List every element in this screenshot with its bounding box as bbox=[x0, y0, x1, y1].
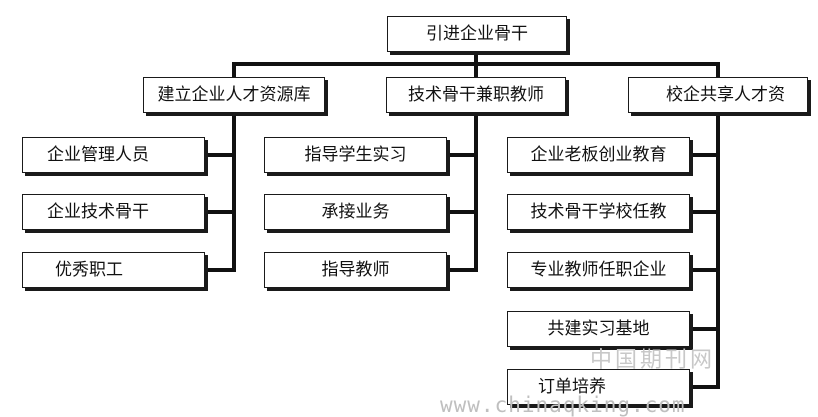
leaf-node: 承接业务 bbox=[264, 194, 447, 230]
leaf-node: 指导学生实习 bbox=[264, 137, 447, 173]
leaf-node: 企业管理人员 bbox=[22, 137, 205, 173]
branch-node-talent-pool: 建立企业人才资源库 bbox=[143, 77, 325, 113]
leaf-node: 订单培养 bbox=[507, 369, 690, 405]
leaf-node: 专业教师任职企业 bbox=[507, 252, 690, 288]
leaf-node: 优秀职工 bbox=[22, 252, 205, 288]
leaf-node: 指导教师 bbox=[264, 252, 447, 288]
leaf-node: 企业老板创业教育 bbox=[507, 137, 690, 173]
leaf-node: 企业技术骨干 bbox=[22, 194, 205, 230]
leaf-node: 共建实习基地 bbox=[507, 311, 690, 347]
watermark-url: www.chinaqking.com bbox=[440, 393, 686, 417]
watermark-cn: 中国期刊网 bbox=[590, 348, 716, 373]
root-node: 引进企业骨干 bbox=[387, 16, 567, 52]
branch-node-part-time-teachers: 技术骨干兼职教师 bbox=[386, 77, 566, 113]
branch-node-shared-talent: 校企共享人才资 bbox=[628, 77, 808, 113]
leaf-node: 技术骨干学校任教 bbox=[507, 194, 690, 230]
